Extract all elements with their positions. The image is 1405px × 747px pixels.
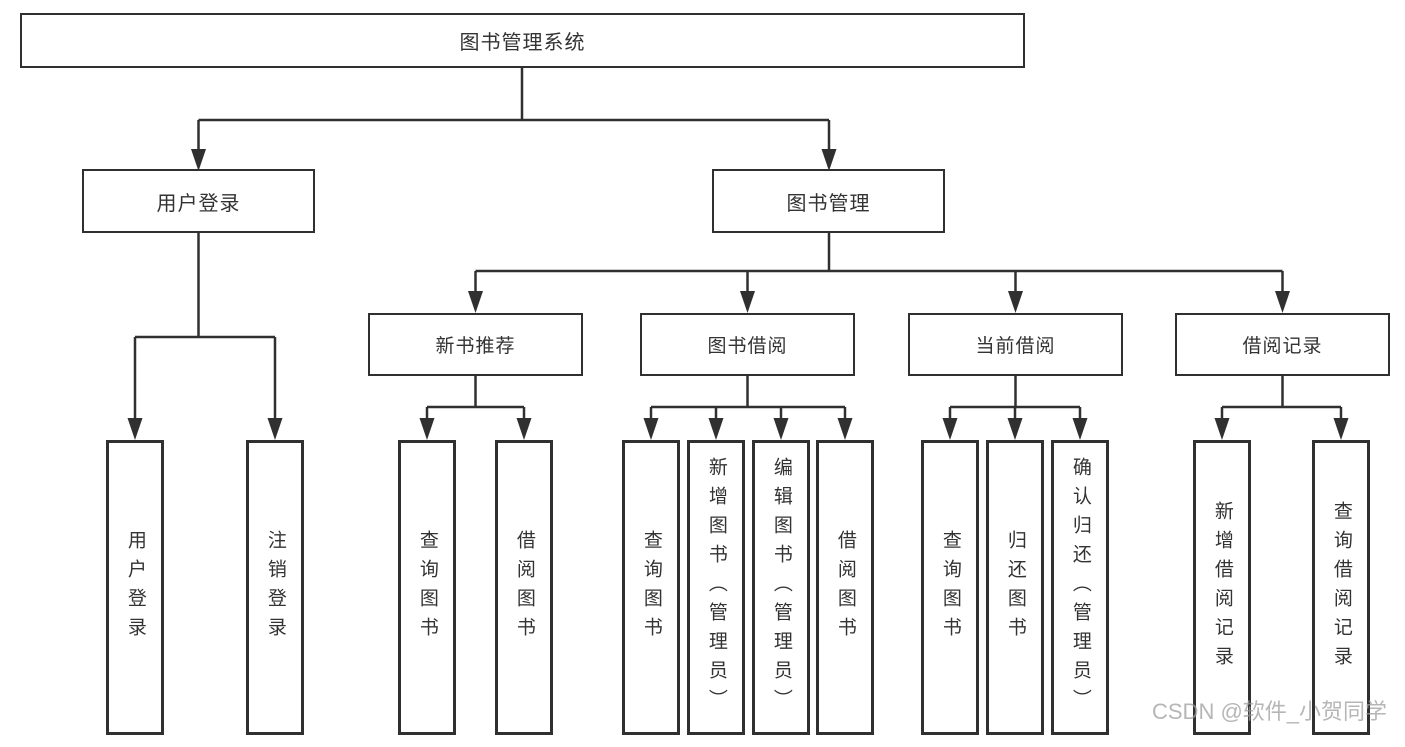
leaf-label: 查询图书	[939, 529, 961, 646]
leaf-label: 确认归还（管理员）	[1069, 457, 1091, 718]
arrowhead-icons	[127, 149, 1349, 440]
leaf-query-borrow-record: 查询借阅记录	[1312, 440, 1370, 735]
leaf-return-book: 归还图书	[986, 440, 1044, 735]
leaf-label: 借阅图书	[834, 529, 856, 646]
node-label: 图书管理	[786, 192, 871, 215]
leaf-borrow-books: 借阅图书	[816, 440, 874, 735]
leaf-query-books-recommend: 查询图书	[398, 440, 456, 735]
leaf-borrow-books-recommend: 借阅图书	[495, 440, 553, 735]
csdn-watermark: CSDN @软件_小贺同学	[1152, 699, 1388, 724]
leaf-label: 编辑图书（管理员）	[770, 457, 792, 718]
leaf-label: 注销登录	[264, 529, 286, 646]
node-label: 借阅记录	[1242, 336, 1323, 357]
node-book-management-branch: 图书管理	[712, 169, 945, 233]
leaf-logout: 注销登录	[246, 440, 304, 735]
leaf-user-login: 用户登录	[106, 440, 164, 735]
leaf-label: 用户登录	[124, 529, 146, 646]
leaf-label: 新增借阅记录	[1211, 500, 1233, 675]
leaf-confirm-return-admin: 确认归还（管理员）	[1051, 440, 1109, 735]
leaf-label: 查询图书	[416, 529, 438, 646]
node-label: 当前借阅	[975, 336, 1056, 357]
node-user-login-branch: 用户登录	[82, 169, 315, 233]
leaf-label: 查询借阅记录	[1330, 500, 1352, 675]
leaf-label: 借阅图书	[513, 529, 535, 646]
node-current-borrowing: 当前借阅	[908, 313, 1123, 376]
leaf-label: 查询图书	[640, 529, 662, 646]
leaf-query-books-current: 查询图书	[921, 440, 979, 735]
leaf-query-books-borrow: 查询图书	[622, 440, 680, 735]
leaf-add-book-admin: 新增图书（管理员）	[687, 440, 745, 735]
node-label: 图书管理系统	[459, 32, 586, 54]
node-book-borrowing: 图书借阅	[640, 313, 855, 376]
node-new-book-recommendation: 新书推荐	[368, 313, 583, 376]
node-borrowing-records: 借阅记录	[1175, 313, 1390, 376]
leaf-add-borrow-record: 新增借阅记录	[1193, 440, 1251, 735]
leaf-label: 归还图书	[1004, 529, 1026, 646]
node-label: 用户登录	[156, 192, 241, 215]
node-library-management-system: 图书管理系统	[20, 13, 1025, 68]
node-label: 新书推荐	[435, 336, 516, 357]
leaf-label: 新增图书（管理员）	[705, 457, 727, 718]
node-label: 图书借阅	[707, 336, 788, 357]
leaf-edit-book-admin: 编辑图书（管理员）	[752, 440, 810, 735]
